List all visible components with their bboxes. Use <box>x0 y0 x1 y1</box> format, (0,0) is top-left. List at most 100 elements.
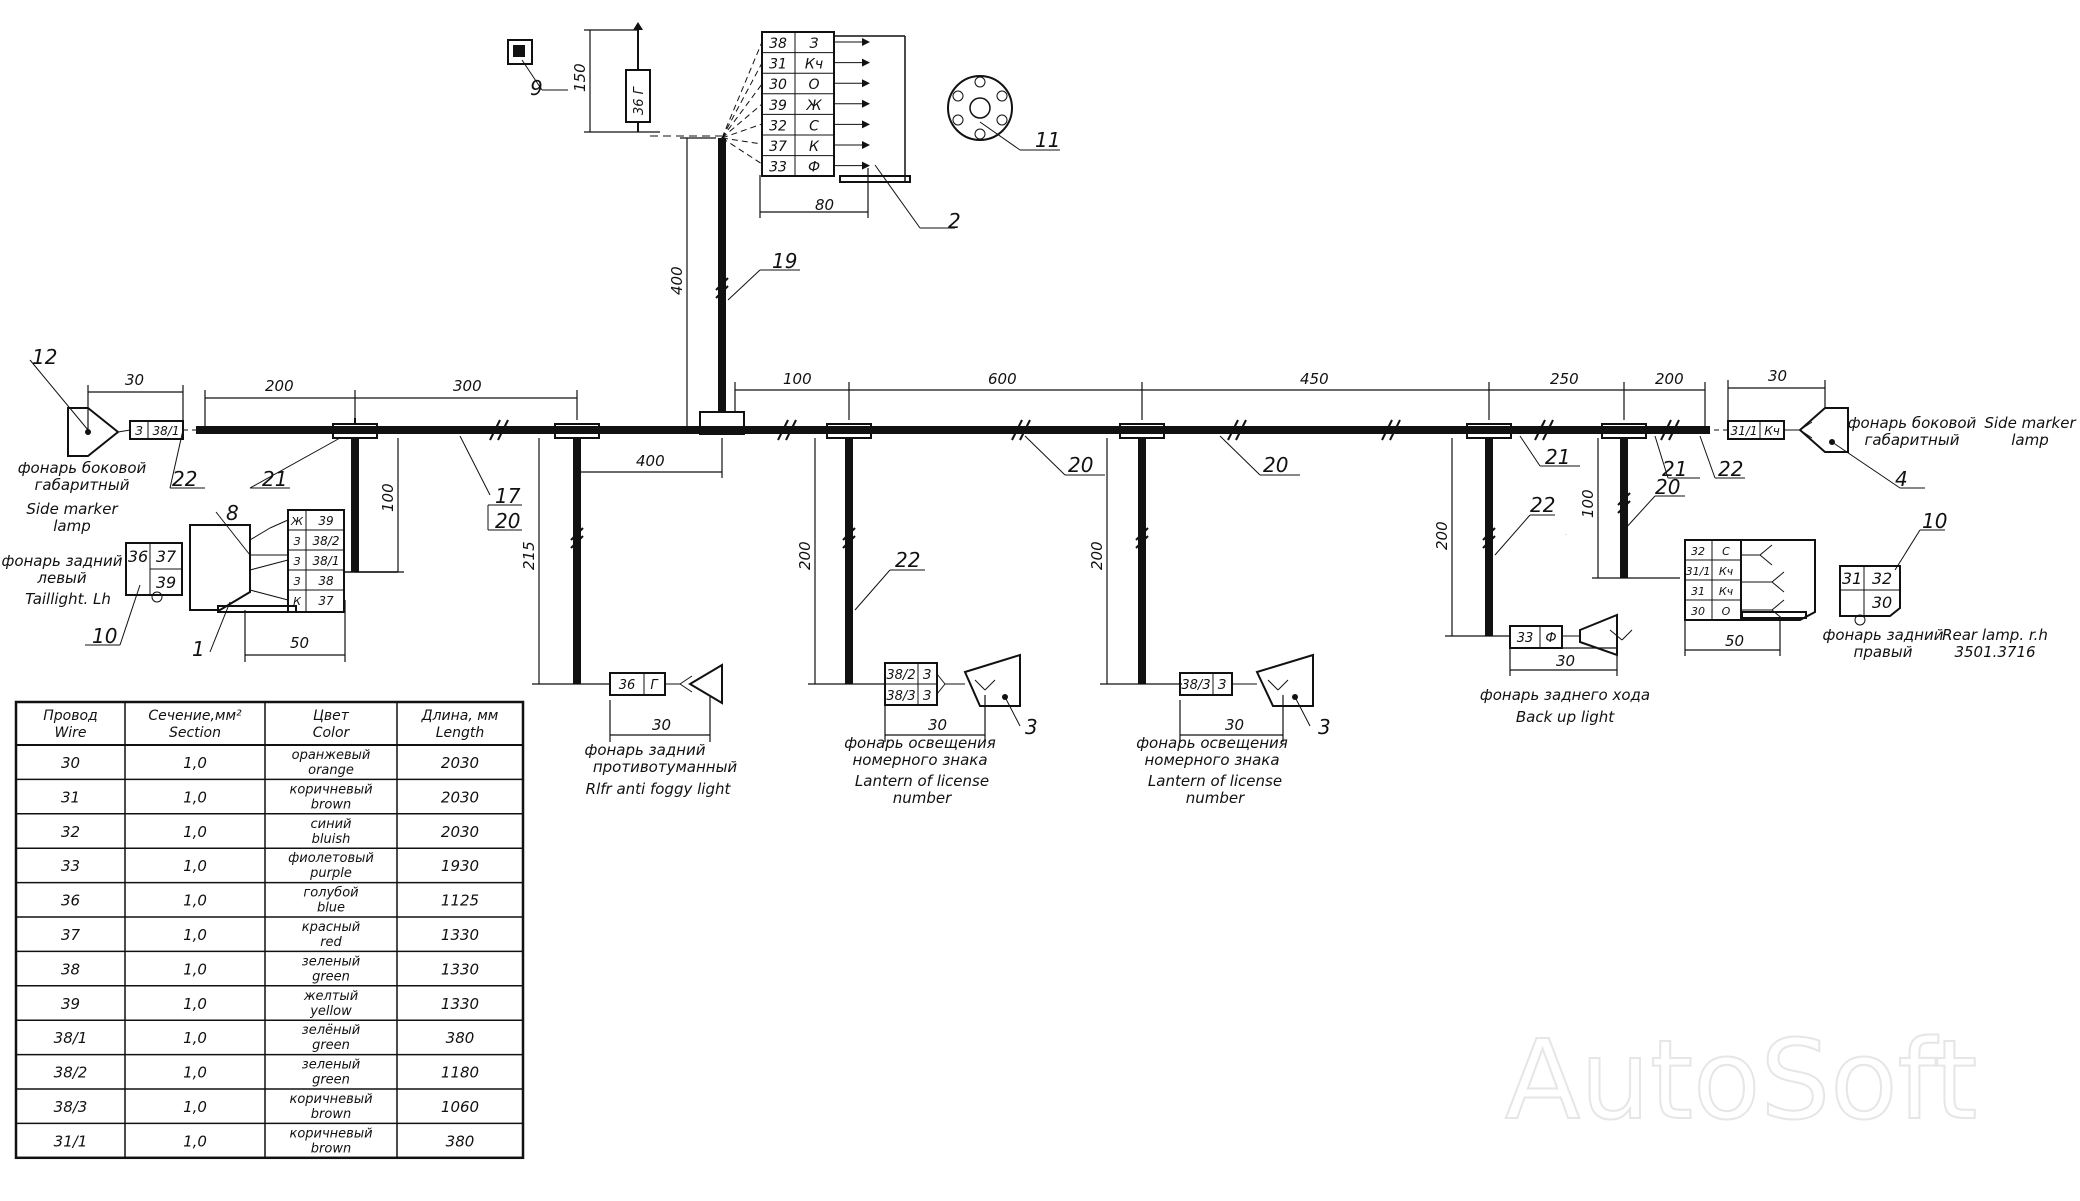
wire-table-cell-color-ru: зелёный <box>302 1023 360 1038</box>
tail-left-pin-1: 36 <box>128 547 148 566</box>
wire-table-header-ru: Провод <box>43 708 97 724</box>
left-block-color: Ж <box>290 515 304 528</box>
dim-600: 600 <box>988 370 1017 388</box>
wire-table-cell-color-ru: желтый <box>303 989 358 1004</box>
dim-200-branch-1: 200 <box>796 541 814 570</box>
wire-table-cell-length: 1125 <box>441 892 479 910</box>
pos-20-left: 20 <box>495 509 520 533</box>
right-block-color: О <box>1722 605 1731 618</box>
leader-21-left <box>249 437 341 489</box>
lic1-color-1: З <box>923 668 931 683</box>
wire-table-cell-color-ru: зеленый <box>302 1058 360 1073</box>
leader-9 <box>521 59 543 91</box>
item-11-round-connector <box>947 75 1060 151</box>
pos-3-b: 3 <box>1318 715 1331 739</box>
label-lic1-en-2: number <box>893 789 952 807</box>
left-block-pin: 37 <box>318 594 334 608</box>
wire-table-header-en: Color <box>313 725 351 741</box>
connector-2-pin: 37 <box>769 139 787 155</box>
label-rear-right-ru-1: фонарь задний <box>1823 626 1944 644</box>
dim-400-vertical: 400 <box>668 266 686 295</box>
wire-table-cell-color-en: purple <box>309 866 352 881</box>
right-block-pin: 30 <box>1691 605 1705 618</box>
bus-break-marks <box>489 419 1680 441</box>
wire-table-cell-wire: 39 <box>61 995 80 1013</box>
fan-wires <box>721 41 763 165</box>
license-lamp-1 <box>849 653 1021 707</box>
left-marker-pin: 38/1 <box>153 424 180 438</box>
wire-table-cell-color-ru: голубой <box>303 886 358 901</box>
wire-table-header-ru: Цвет <box>313 708 350 724</box>
item-9-fill <box>513 45 525 57</box>
wire-table-cell-color-ru: коричневый <box>289 782 372 797</box>
wire-table-cell-wire: 36 <box>61 892 80 910</box>
connector-2-color: К <box>809 139 820 155</box>
connector-2-arrow <box>862 38 870 46</box>
wire-table-cell-color-en: bluish <box>312 832 351 847</box>
dim-30-backup: 30 <box>1556 652 1575 670</box>
dim-50-left: 50 <box>290 634 309 652</box>
dim-30-fog: 30 <box>652 716 671 734</box>
leader-8 <box>215 511 251 556</box>
connector-2-pin: 30 <box>769 77 787 93</box>
wire-table-cell-color-ru: оранжевый <box>292 748 371 763</box>
wire-table-cell-length: 1330 <box>441 926 479 944</box>
connector-2-arrow <box>862 120 870 129</box>
fuse-label: 36 Г <box>632 85 647 115</box>
connector-2-arrow <box>862 141 870 149</box>
label-right-marker-en-2: lamp <box>2011 431 2049 449</box>
wire-table-cell-length: 380 <box>446 1029 475 1047</box>
wire-table-cell-section: 1,0 <box>183 1098 207 1116</box>
right-marker-color: Кч <box>1764 424 1780 438</box>
wire-table-cell-color-ru: синий <box>311 817 352 832</box>
label-left-marker-ru-1: фонарь боковой <box>18 459 147 477</box>
pos-20-extra: 20 <box>1655 475 1680 499</box>
leader-20-a <box>1024 435 1066 476</box>
wire-table-cell-wire: 33 <box>61 857 80 875</box>
wire-table-cell-section: 1,0 <box>183 754 207 772</box>
label-backup-ru: фонарь заднего хода <box>1480 686 1650 704</box>
left-block-color: З <box>293 575 300 588</box>
wire-table-cell-color-en: brown <box>311 797 351 812</box>
label-tail-left-ru-1: фонарь задний <box>2 552 123 570</box>
label-rear-right-en-2: 3501.3716 <box>1954 643 2035 661</box>
left-marker-color: З <box>135 424 143 438</box>
pos-22-left: 22 <box>172 467 197 491</box>
wire-table-cell-length: 2030 <box>441 754 479 772</box>
wire-table-cell-length: 1330 <box>441 960 479 978</box>
label-lic2-en-1: Lantern of license <box>1148 772 1282 790</box>
dim-100: 100 <box>783 370 812 388</box>
connector-2-color: О <box>808 77 819 93</box>
leader-22-right <box>1699 435 1716 479</box>
lic1-pin-1: 38/2 <box>886 668 915 683</box>
dim-200-branch-2: 200 <box>1088 541 1106 570</box>
connector-2-arrow <box>862 58 870 67</box>
dim-250: 250 <box>1550 370 1579 388</box>
dim-30-lic1: 30 <box>928 716 947 734</box>
dim-300: 300 <box>453 377 482 395</box>
leader-21-branch <box>1623 495 1656 531</box>
right-block-pin: 31/1 <box>1686 565 1711 578</box>
dim-400-horizontal: 400 <box>636 452 665 470</box>
right-marker-pin: 31/1 <box>1731 424 1758 438</box>
right-connector-block <box>1684 539 1816 621</box>
lic2-color: З <box>1218 678 1226 693</box>
dim-30-lic2: 30 <box>1225 716 1244 734</box>
label-rear-right-en-1: Rear lamp. r.h <box>1942 626 2048 644</box>
backup-pin: 33 <box>1517 631 1534 646</box>
wire-table-header-en: Section <box>169 725 221 741</box>
leader-21-right <box>1654 435 1669 479</box>
wire-table-header-en: Length <box>436 725 485 741</box>
pos-21-right: 21 <box>1662 457 1687 481</box>
junction-brackets <box>332 411 1647 439</box>
dim-100-left-branch: 100 <box>379 483 397 512</box>
connector-2-arrow <box>862 161 870 170</box>
leader-12 <box>29 359 89 431</box>
wire-table-cell-section: 1,0 <box>183 892 207 910</box>
wire-table-cell-wire: 37 <box>61 926 81 944</box>
dim-200-right: 200 <box>1655 370 1684 388</box>
connector-2-pin: 39 <box>769 98 787 114</box>
connector-2-pin: 38 <box>769 36 787 52</box>
item-9-square <box>507 39 533 65</box>
